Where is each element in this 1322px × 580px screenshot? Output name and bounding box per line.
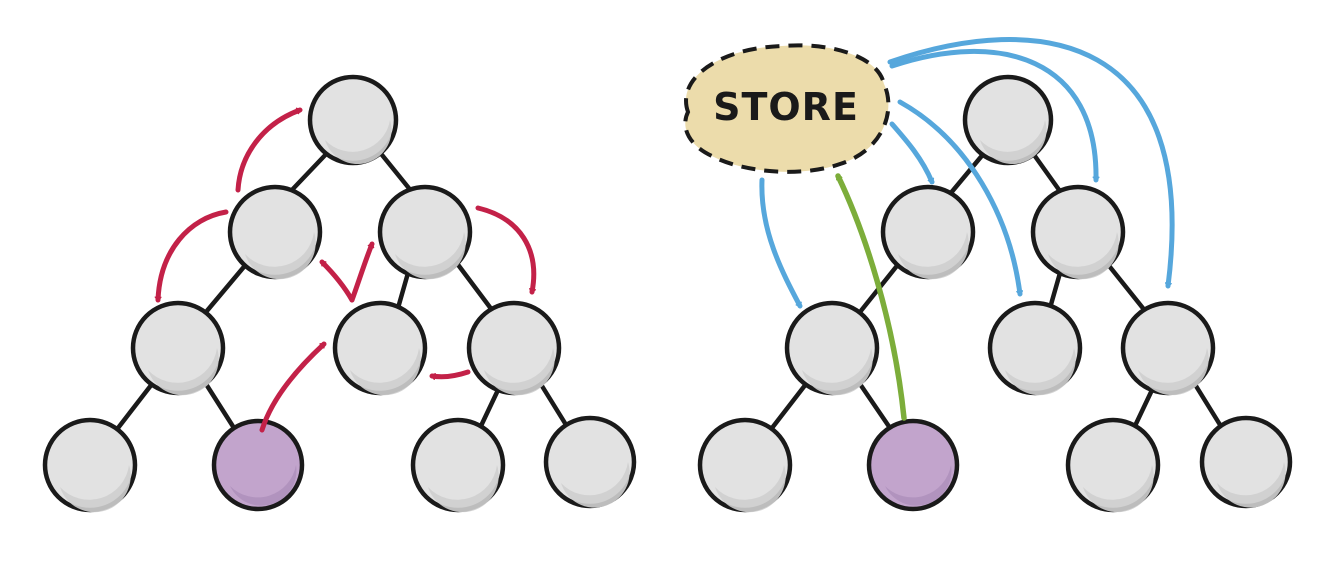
prop-arrow-a-to-root: [235, 107, 303, 193]
left-node-a: [227, 184, 323, 280]
left-node-f: [42, 417, 138, 513]
left-node-b: [377, 184, 473, 280]
right-node-g-highlighted: [866, 418, 960, 512]
right-tree-nodes: [697, 74, 1293, 513]
left-edge-c-g: [203, 381, 237, 431]
left-edge-a-c: [203, 259, 251, 315]
prop-arrow-d-to-a: [319, 259, 355, 303]
right-node-root: [962, 74, 1054, 166]
left-edge-root-b: [375, 147, 415, 195]
dispatch-arrows: [835, 173, 907, 421]
right-edge-e-i: [1193, 383, 1225, 431]
right-node-a: [880, 184, 976, 280]
right-edge-c-g: [857, 381, 893, 431]
prop-arrow-e-to-d: [429, 369, 471, 380]
store-arrow-to-a: [889, 121, 935, 185]
store-arrow-to-e: [887, 37, 1175, 289]
right-edge-c-f: [769, 381, 809, 431]
store-arrow-to-b: [889, 48, 1100, 183]
right-node-b: [1030, 184, 1126, 280]
prop-arrow-b-to-e: [475, 205, 537, 295]
right-node-c: [784, 300, 880, 396]
left-node-i: [543, 415, 637, 509]
left-tree-edges: [115, 147, 571, 431]
left-tree-nodes: [42, 74, 637, 513]
left-node-root: [307, 74, 399, 166]
right-node-f: [697, 417, 793, 513]
left-edge-e-i: [539, 383, 571, 431]
left-prop-arrows: [154, 107, 537, 433]
prop-arrow-a-to-c: [154, 209, 229, 303]
left-node-d: [332, 300, 428, 396]
right-node-d: [987, 300, 1083, 396]
prop-arrow-d-to-b: [349, 241, 375, 303]
store-subscribe-arrows: [759, 37, 1175, 309]
right-edge-root-a: [947, 149, 988, 197]
right-tree-edges: [769, 149, 1225, 431]
store-cloud-icon: STORE: [683, 43, 891, 174]
right-edge-root-b: [1029, 149, 1065, 197]
left-node-e: [466, 300, 562, 396]
store-shape: [683, 43, 891, 174]
left-node-c: [130, 300, 226, 396]
left-node-h: [410, 417, 506, 513]
right-node-h: [1065, 417, 1161, 513]
right-node-i: [1199, 415, 1293, 509]
right-node-e: [1120, 300, 1216, 396]
dispatch-arrow-g-to-store: [835, 173, 907, 421]
store-arrow-to-c: [759, 177, 803, 309]
left-edge-c-f: [115, 381, 155, 431]
left-edge-root-a: [287, 147, 333, 195]
right-edge-e-h: [1131, 387, 1155, 431]
left-node-g-highlighted: [211, 418, 305, 512]
store-label: STORE: [713, 85, 859, 129]
left-edge-b-e: [453, 259, 495, 313]
right-edge-b-e: [1103, 259, 1149, 315]
store-arrow-to-d: [897, 99, 1024, 297]
left-edge-e-h: [477, 387, 501, 431]
prop-arrow-g-to-d: [259, 341, 327, 433]
